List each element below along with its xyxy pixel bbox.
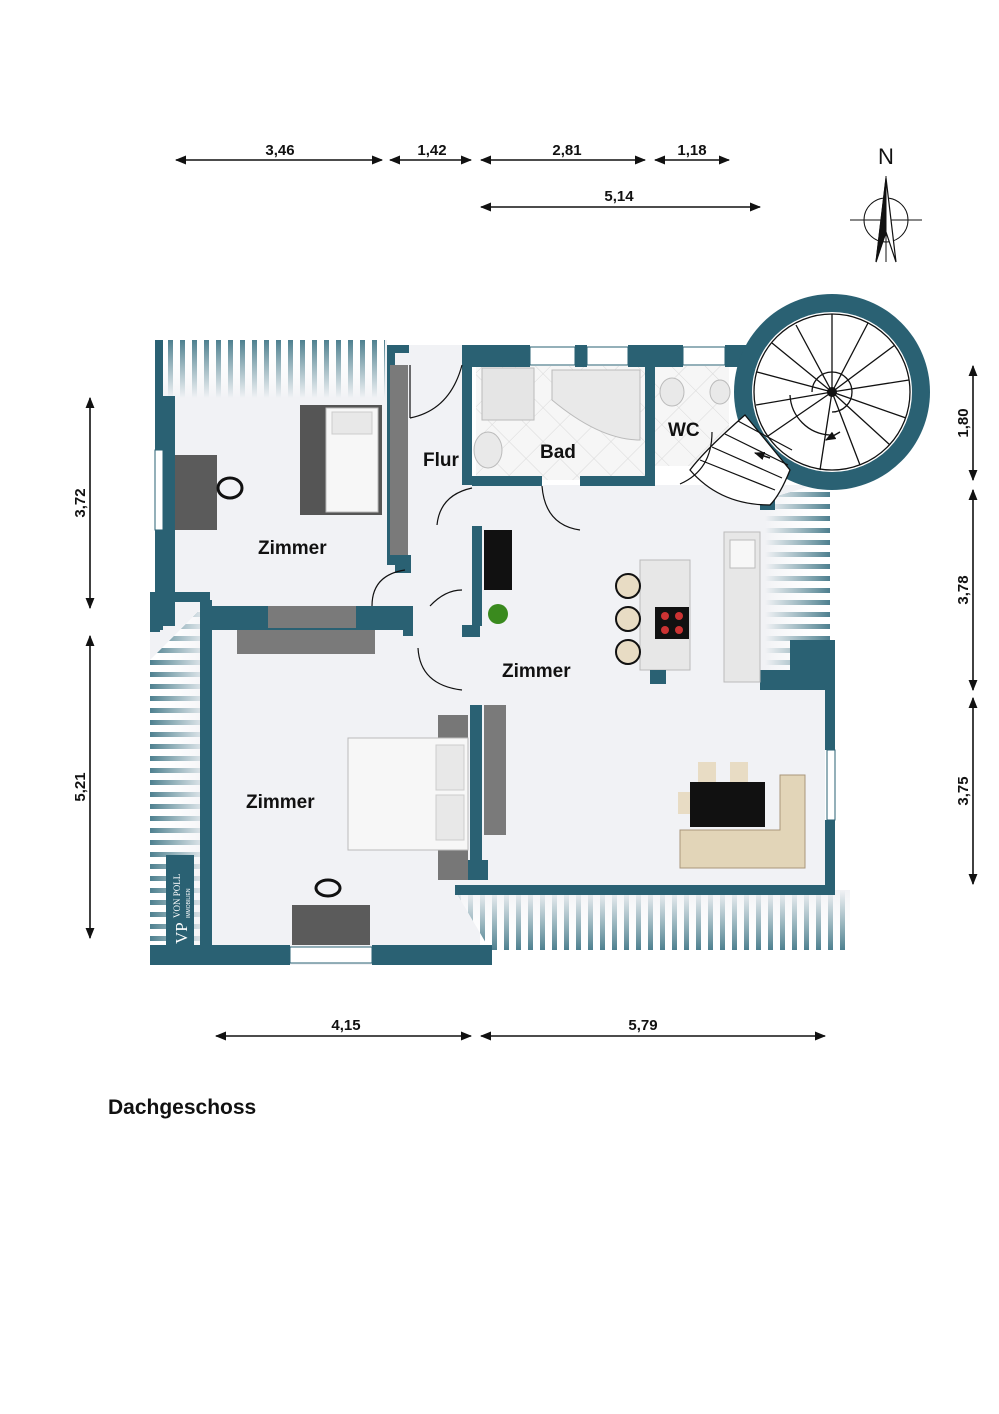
company-logo: VP VON POLL IMMOBILIEN	[166, 855, 194, 945]
dim-right-3: 3,75	[955, 776, 972, 805]
dim-top-total: 5,14	[604, 188, 634, 205]
floor-title: Dachgeschoss	[108, 1096, 257, 1119]
dim-left-1: 3,72	[72, 488, 89, 517]
windows	[154, 346, 836, 964]
furniture	[175, 365, 806, 945]
dim-left-2: 5,21	[72, 772, 89, 801]
dim-top-3: 2,81	[552, 142, 581, 159]
dim-bottom-1: 4,15	[331, 1017, 360, 1034]
spiral-staircase	[689, 294, 930, 506]
dim-right-1: 1,80	[955, 408, 972, 437]
compass-label: N	[878, 144, 894, 169]
dimension-lines	[85, 155, 978, 1041]
logo-mark: VP	[172, 922, 191, 944]
dim-top-1: 3,46	[265, 142, 294, 159]
north-arrow-icon	[850, 176, 922, 263]
room-label-zimmer-living: Zimmer	[502, 661, 571, 682]
logo-sub: IMMOBILIEN	[186, 888, 192, 918]
dimension-labels: 3,46 1,42 2,81 1,18 5,14 3,72 5,21 1,80 …	[72, 142, 972, 1034]
dim-bottom-2: 5,79	[628, 1017, 657, 1034]
dim-top-2: 1,42	[417, 142, 446, 159]
doors	[371, 364, 713, 691]
room-label-bad: Bad	[540, 442, 576, 463]
logo-name: VON POLL	[172, 874, 182, 918]
dim-top-4: 1,18	[677, 142, 706, 159]
dim-right-2: 3,78	[955, 575, 972, 604]
room-label-zimmer-top-left: Zimmer	[258, 538, 327, 559]
room-label-wc: WC	[668, 420, 700, 441]
room-label-zimmer-bottom-left: Zimmer	[246, 792, 315, 813]
roof-slopes	[150, 340, 850, 950]
room-label-flur: Flur	[423, 450, 459, 471]
walls	[150, 340, 835, 965]
room-labels: Zimmer Flur Bad WC Zimmer Zimmer	[246, 420, 700, 813]
